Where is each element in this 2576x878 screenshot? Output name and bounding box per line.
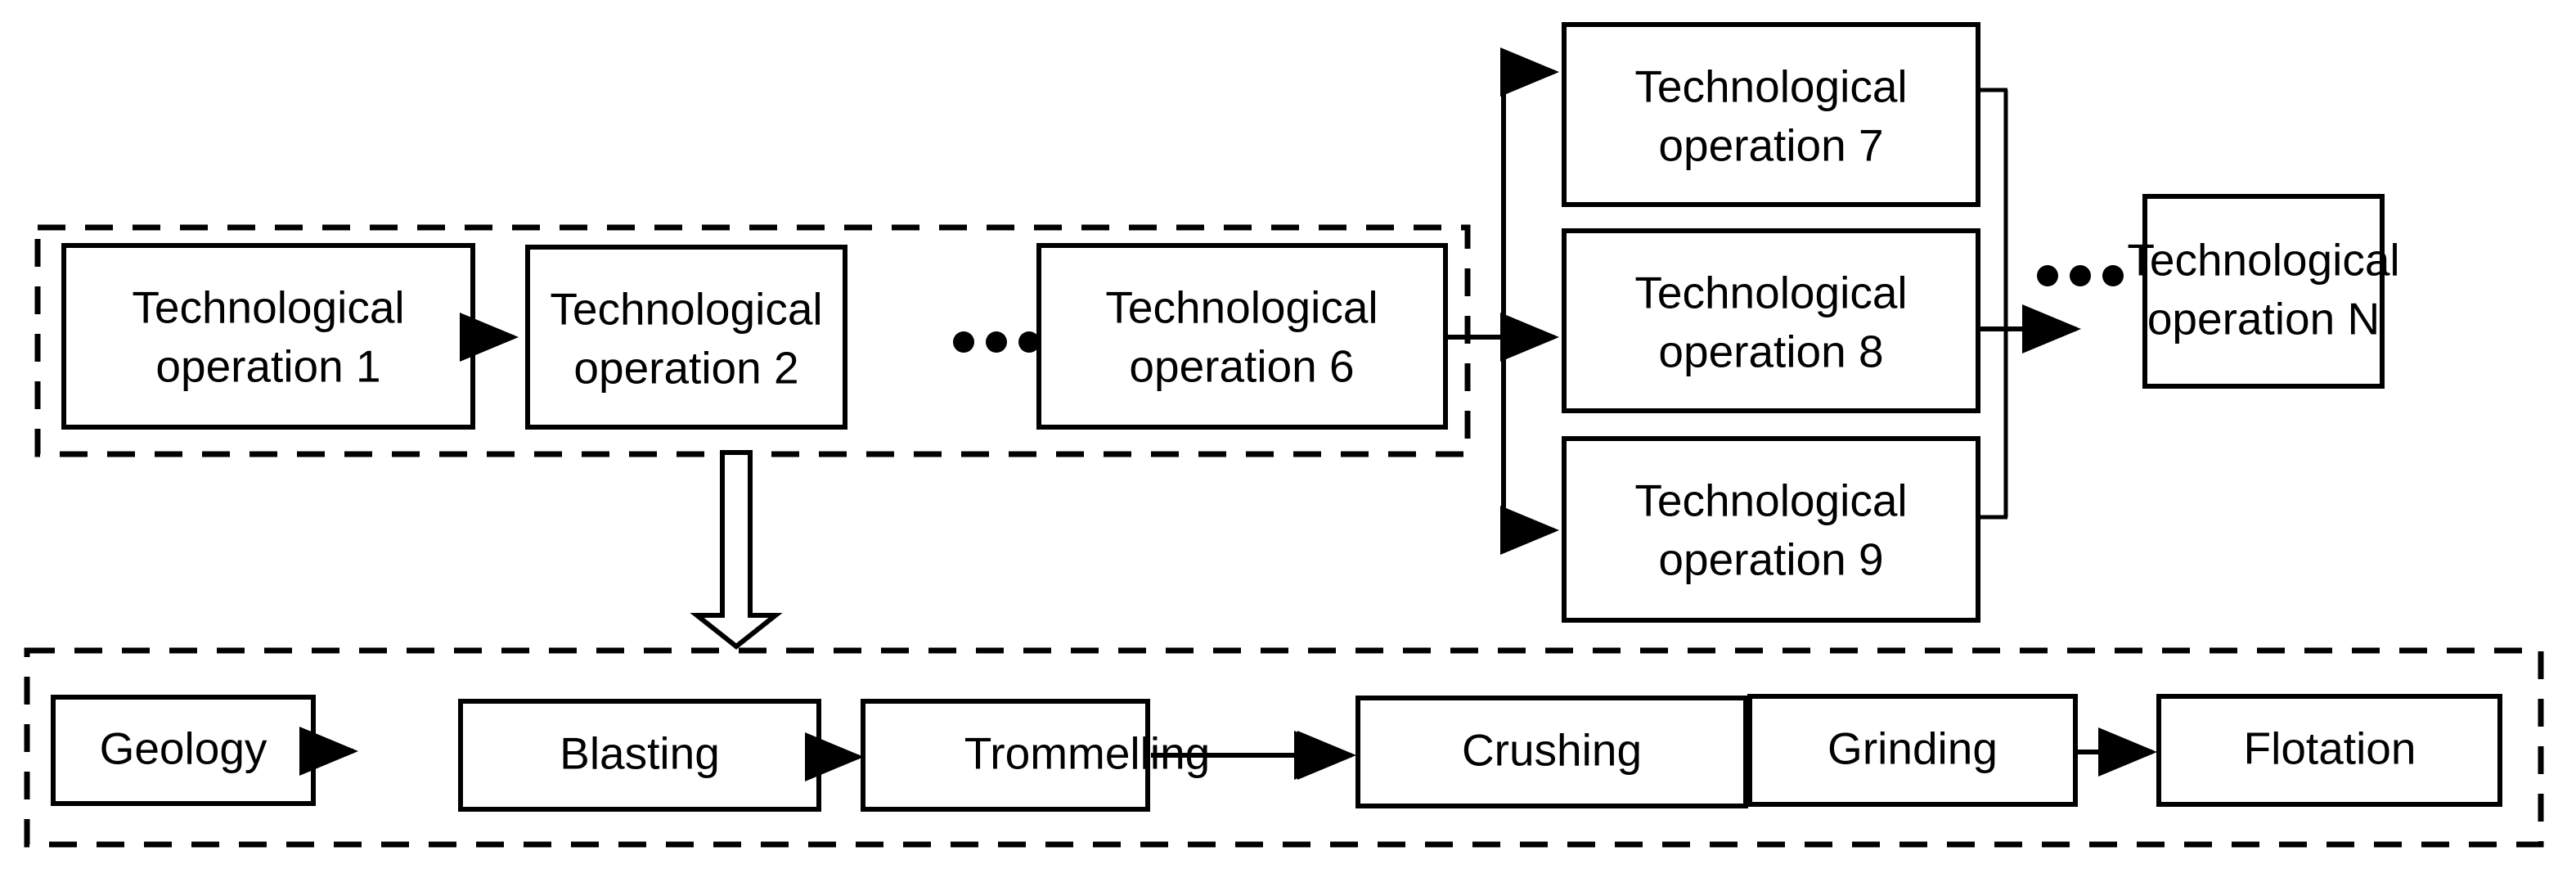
node-op9[interactable]: Technological operation 9: [1562, 436, 1980, 623]
node-op1[interactable]: Technological operation 1: [61, 243, 475, 430]
ellipsis-between-op2-op6: [953, 331, 1040, 353]
node-op9-line2: operation 9: [1658, 534, 1883, 585]
generic-chain-dashed-group: [34, 224, 1471, 457]
node-op2-line1: Technological: [550, 284, 822, 335]
node-op7[interactable]: Technological operation 7: [1562, 22, 1980, 207]
node-op2-line2: operation 2: [573, 343, 798, 394]
node-crushing[interactable]: Crushing: [1355, 696, 1748, 808]
node-op6[interactable]: Technological operation 6: [1036, 243, 1448, 430]
ellipsis-before-opN: [2037, 265, 2124, 286]
mineral-chain-dashed-group: [24, 647, 2544, 848]
node-grinding[interactable]: Grinding: [1747, 694, 2078, 807]
node-op8[interactable]: Technological operation 8: [1562, 228, 1980, 413]
node-op6-line1: Technological: [1105, 282, 1378, 333]
node-op9-line1: Technological: [1634, 475, 1907, 526]
node-opN-line1: Technological: [2127, 235, 2399, 286]
node-op7-line2: operation 7: [1658, 120, 1883, 171]
node-geology-label: Geology: [100, 723, 267, 774]
node-opN-line2: operation N: [2147, 294, 2380, 344]
node-op2[interactable]: Technological operation 2: [525, 245, 847, 430]
node-op6-line2: operation 6: [1129, 341, 1354, 392]
node-flotation-label: Flotation: [2244, 723, 2416, 774]
downward-block-arrow-icon: [690, 450, 783, 650]
node-crushing-label: Crushing: [1462, 725, 1642, 776]
node-blasting-label: Blasting: [560, 728, 720, 779]
node-op7-line1: Technological: [1634, 61, 1907, 112]
node-op8-line2: operation 8: [1658, 326, 1883, 377]
node-op1-line2: operation 1: [155, 341, 380, 392]
node-op8-line1: Technological: [1634, 268, 1907, 318]
node-opN[interactable]: Technological operation N: [2127, 194, 2400, 389]
node-geology[interactable]: Geology: [51, 695, 316, 806]
node-flotation[interactable]: Flotation: [2156, 694, 2502, 807]
node-blasting[interactable]: Blasting: [458, 699, 821, 812]
node-grinding-label: Grinding: [1827, 723, 1998, 774]
node-trommelling[interactable]: Trommelling: [861, 699, 1210, 812]
node-op1-line1: Technological: [132, 282, 404, 333]
